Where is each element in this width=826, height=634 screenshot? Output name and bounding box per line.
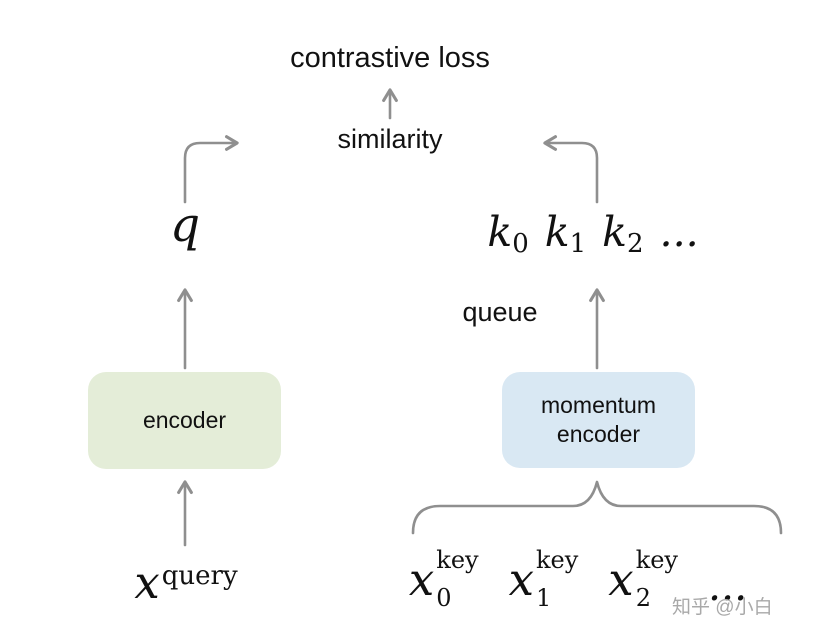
encoder-box: encoder <box>88 372 281 469</box>
math-k1: k1 <box>544 208 587 259</box>
math-k0: k0 <box>487 208 529 259</box>
queue-label: queue <box>462 297 538 327</box>
similarity-label: similarity <box>337 124 443 154</box>
math-k2: k2 <box>602 208 644 259</box>
watermark-text: 知乎 @小白 <box>672 597 773 618</box>
x-keys-ellipsis: ... <box>708 562 748 610</box>
keys-ellipsis: ... <box>659 208 699 256</box>
arrow-q-to-similarity-icon <box>183 135 239 204</box>
curly-brace-icon <box>411 480 783 535</box>
momentum-encoder-box: momentum encoder <box>502 372 695 468</box>
arrow-keys-to-similarity-icon <box>543 135 599 204</box>
encoder-label: encoder <box>142 407 227 434</box>
math-q: q <box>169 198 201 253</box>
momentum-encoder-label: momentum encoder <box>540 392 657 447</box>
contrastive-loss-label: contrastive loss <box>290 42 490 74</box>
math-x-query: xquery <box>134 556 238 609</box>
keys-row: k0 k1 k2 ... <box>487 208 698 259</box>
